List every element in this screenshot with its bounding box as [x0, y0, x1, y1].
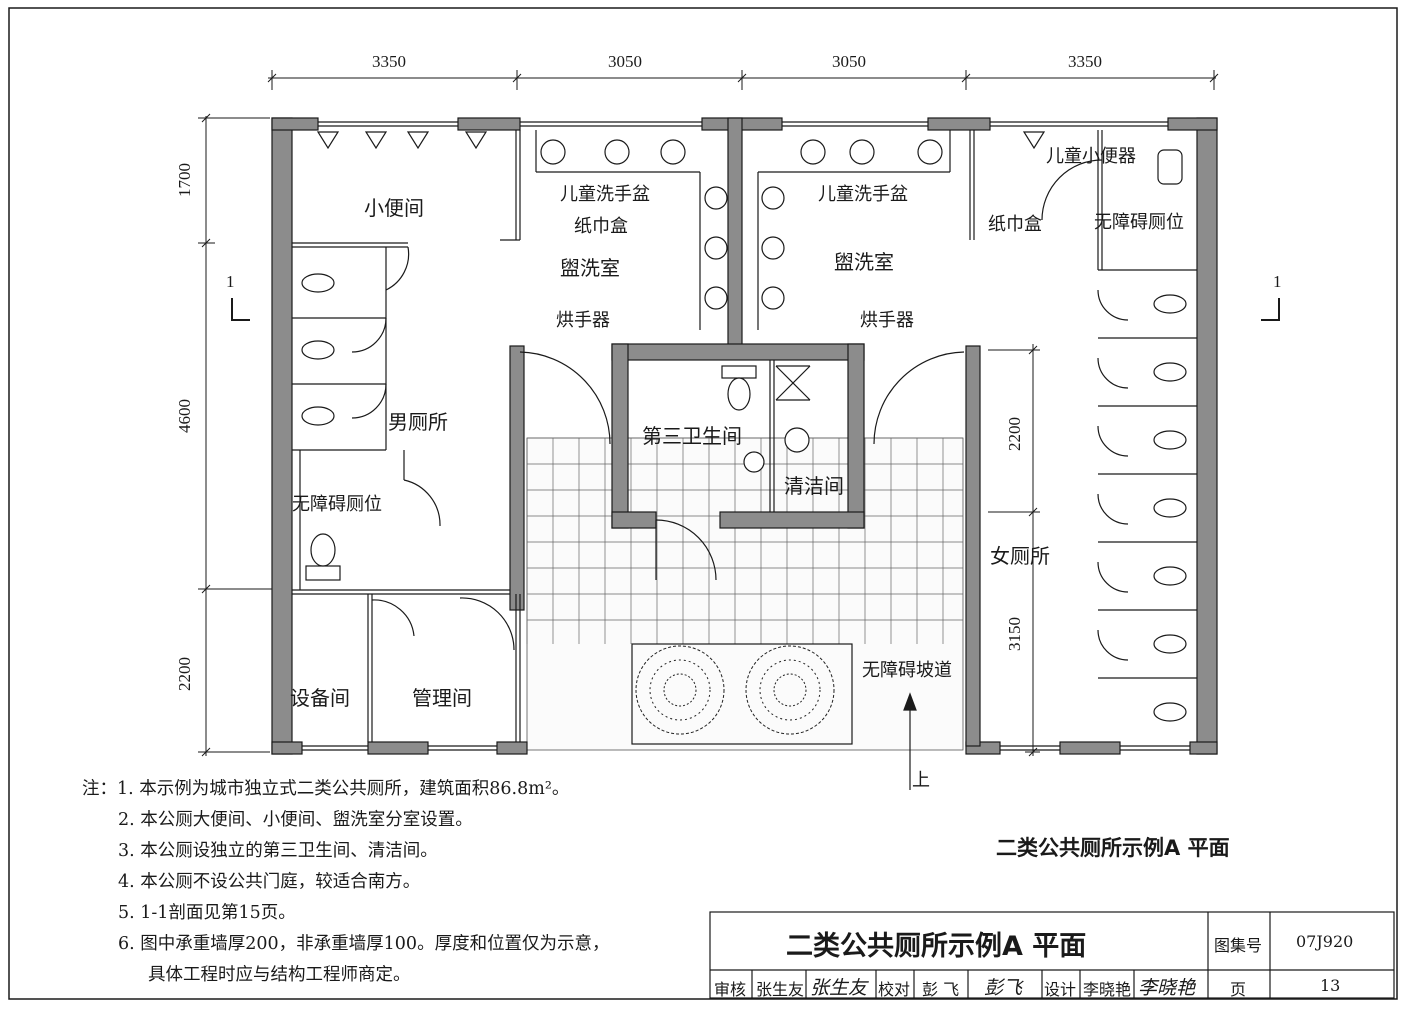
dim-left-3: 2200: [175, 657, 194, 691]
designer-signature: 李晓艳: [1138, 977, 1196, 999]
checker-signature: 彭飞: [984, 977, 1023, 999]
plan-title: 二类公共厕所示例A 平面: [996, 836, 1230, 860]
note-6-cont: 具体工程时应与结构工程师商定。: [148, 965, 411, 985]
note-5: 5. 1-1剖面见第15页。: [118, 903, 296, 923]
partitions: [292, 121, 1197, 751]
label-up-arrow: 上: [912, 770, 930, 791]
note-2: 2. 本公厕大便间、小便间、盥洗室分室设置。: [118, 810, 473, 830]
door-swings: [351, 159, 1129, 661]
note-text-1: 1. 本示例为城市独立式二类公共厕所，建筑面积86.8m²。: [117, 779, 570, 799]
room-third-restroom: 第三卫生间: [642, 424, 742, 448]
room-washroom-right: 盥洗室: [834, 250, 894, 274]
label-child-urinal: 儿童小便器: [1046, 146, 1136, 167]
dim-top-1: 3350: [372, 52, 406, 71]
label-tissue-box-left: 纸巾盒: [574, 216, 628, 237]
section-mark-right: 1: [1273, 272, 1282, 291]
dimension-left: [198, 113, 280, 757]
planter-trees: [635, 645, 835, 735]
atlas-number: 07J920: [1296, 932, 1354, 951]
notes: 注：1. 本示例为城市独立式二类公共厕所，建筑面积86.8m²。 2. 本公厕大…: [82, 774, 610, 991]
room-accessible-right: 无障碍厕位: [1094, 212, 1184, 233]
dimension-top: [267, 70, 1219, 90]
ramp-arrow: [903, 692, 917, 790]
check-label: 校对: [878, 980, 911, 999]
dim-top-4: 3350: [1068, 52, 1102, 71]
room-urinal: 小便间: [364, 196, 424, 220]
dim-left-2: 4600: [175, 399, 194, 433]
label-ramp: 无障碍坡道: [862, 660, 952, 681]
room-washroom-left: 盥洗室: [560, 256, 620, 280]
dim-left-1: 1700: [175, 163, 194, 197]
title-block-frame: [709, 911, 1395, 999]
room-equipment: 设备间: [290, 686, 350, 710]
dim-right-2: 3150: [1005, 617, 1024, 651]
reviewer-name: 张生友: [756, 980, 805, 999]
note-3: 3. 本公厕设独立的第三卫生间、清洁间。: [118, 841, 438, 861]
label-hand-dryer-left: 烘手器: [556, 310, 610, 331]
section-marks: [231, 298, 1280, 321]
walls: [271, 117, 1218, 755]
dim-top-2: 3050: [608, 52, 642, 71]
note-4: 4. 本公厕不设公共门庭，较适合南方。: [118, 872, 421, 892]
label-hand-dryer-right: 烘手器: [860, 310, 914, 331]
tile-grid: [526, 437, 963, 644]
room-cleaning: 清洁间: [784, 474, 844, 498]
room-mens: 男厕所: [388, 410, 448, 434]
room-accessible-left: 无障碍厕位: [292, 494, 382, 515]
room-management: 管理间: [412, 686, 472, 710]
squat-toilets: [301, 273, 1187, 722]
reviewer-signature: 张生友: [810, 977, 868, 999]
sheet-border: [8, 7, 1398, 1000]
review-label: 审核: [714, 980, 747, 999]
dim-right-1: 2200: [1005, 417, 1024, 451]
section-mark-left: 1: [226, 272, 235, 291]
title-block-title: 二类公共厕所示例A 平面: [786, 931, 1087, 962]
atlas-label: 图集号: [1214, 936, 1263, 955]
label-tissue-box-right: 纸巾盒: [988, 214, 1042, 235]
page-number: 13: [1320, 976, 1341, 995]
note-6: 6. 图中承重墙厚200，非承重墙厚100。厚度和位置仅为示意，: [118, 934, 610, 954]
checker-name: 彭 飞: [922, 980, 960, 999]
note-1: 注：1. 本示例为城市独立式二类公共厕所，建筑面积86.8m²。: [82, 774, 610, 805]
designer-name: 李晓艳: [1083, 980, 1132, 999]
dim-top-3: 3050: [832, 52, 866, 71]
label-child-basin-right: 儿童洗手盆: [818, 184, 908, 205]
dimension-right: [988, 344, 1040, 757]
urinals: [316, 131, 1046, 150]
label-child-basin-left: 儿童洗手盆: [560, 184, 650, 205]
basins: [540, 139, 943, 473]
room-womens: 女厕所: [990, 544, 1050, 568]
notes-prefix: 注：: [82, 779, 117, 799]
design-label: 设计: [1044, 980, 1077, 999]
seated-toilets: [305, 149, 1183, 581]
page-label: 页: [1230, 980, 1247, 999]
